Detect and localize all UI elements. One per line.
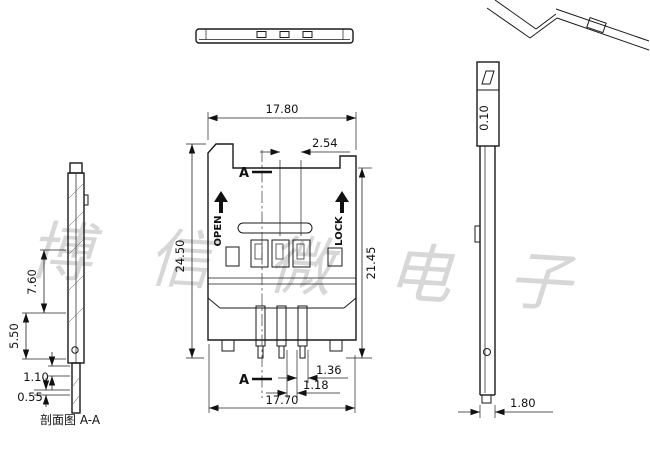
- dim-foot-1: 1.36: [316, 363, 342, 377]
- dim-overall-height: 24.50: [173, 240, 187, 273]
- dim-side-step1: 1.10: [23, 370, 49, 384]
- flatness-symbol-icon: [481, 70, 495, 85]
- contact-window: [250, 239, 269, 268]
- section-marker-bottom: A: [239, 373, 249, 388]
- open-label: OPEN: [213, 215, 224, 246]
- right-dimensions: 1.80: [458, 396, 553, 418]
- right-side-view: 0.10: [474, 61, 500, 404]
- tolerance-frame: [476, 61, 500, 147]
- corner-detail-view: [486, 0, 650, 51]
- solder-foot: [329, 339, 343, 352]
- open-arrow-icon: [214, 191, 228, 202]
- dim-flatness: 0.10: [477, 105, 491, 131]
- open-arrow-stem: [219, 202, 223, 213]
- top-edge-view: [195, 28, 354, 44]
- dim-foot-2: 1.18: [303, 378, 329, 392]
- dim-contact-pitch: 2.54: [312, 136, 338, 150]
- dim-thickness: 1.80: [510, 396, 536, 410]
- side-section-view: [67, 162, 89, 414]
- contact-window: [292, 239, 311, 268]
- dim-side-step2: 0.55: [17, 390, 43, 404]
- lock-arrow-icon: [335, 191, 349, 202]
- lock-label: LOCK: [334, 215, 345, 246]
- side-dimensions: 7.60 5.50 1.10 0.55: [7, 249, 70, 407]
- section-marker-top: A: [239, 166, 249, 181]
- dim-top-width: 17.80: [266, 102, 299, 116]
- dim-body-height: 21.45: [364, 247, 378, 280]
- contact-window: [271, 239, 290, 268]
- section-view-caption: 剖面图 A-A: [40, 413, 101, 427]
- dim-side-h2: 5.50: [7, 323, 21, 349]
- lock-arrow-stem: [340, 202, 344, 213]
- plan-dimensions: 17.80 2.54 24.50 21.45 1.36: [173, 102, 378, 413]
- section-markers: A A: [239, 166, 272, 388]
- plan-view: OPEN LOCK: [207, 143, 357, 398]
- connector-outline: [207, 143, 357, 341]
- solder-foot: [221, 339, 235, 352]
- cover-slot: [237, 222, 313, 234]
- dim-bottom-width: 17.70: [266, 393, 299, 407]
- dim-side-h1: 7.60: [25, 269, 39, 295]
